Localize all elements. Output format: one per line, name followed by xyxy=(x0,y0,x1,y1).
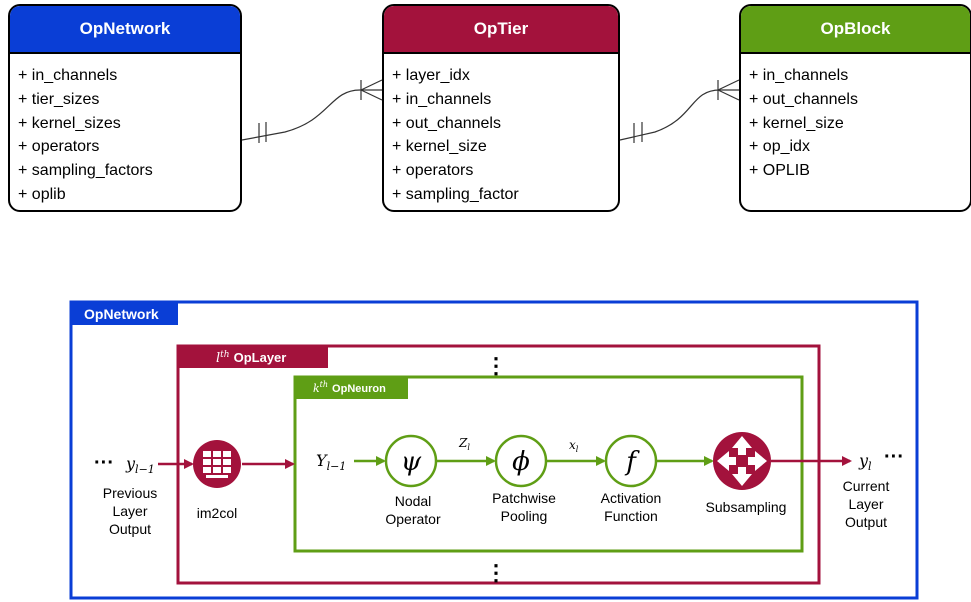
optier-entity-title: OpTier xyxy=(384,6,618,54)
opblock-field: + op_idx xyxy=(749,138,810,156)
output-caption-1: Current xyxy=(843,478,890,494)
edge-label-x: xl xyxy=(569,438,579,454)
vdots-bottom: ⋮ xyxy=(485,560,507,585)
input-var: yl−1 xyxy=(125,454,155,476)
opblock-entity-title: OpBlock xyxy=(741,6,970,54)
optier-field: + out_channels xyxy=(392,114,501,132)
opnetwork-field: + kernel_sizes xyxy=(18,114,121,132)
input-caption-3: Output xyxy=(109,521,151,537)
optier-field: + kernel_size xyxy=(392,138,487,156)
opblock-field: + in_channels xyxy=(749,67,849,84)
opblock-field: + kernel_size xyxy=(749,114,844,132)
oplayer-label-bg xyxy=(178,346,328,368)
nodal-operator-caption-2: Operator xyxy=(385,511,441,527)
neuron-input-var: Yl−1 xyxy=(316,451,346,473)
opnetwork-frame xyxy=(69,300,919,600)
vdots-top: ⋮ xyxy=(485,353,507,378)
subsampling-icon xyxy=(713,432,771,490)
patchwise-pooling-caption-2: Pooling xyxy=(501,508,548,524)
activation-function-caption-2: Function xyxy=(604,508,658,524)
opnetwork-label: OpNetwork xyxy=(84,306,159,322)
opnetwork-field: + in_channels xyxy=(18,67,118,84)
opblock-field: + out_channels xyxy=(749,90,858,108)
nodal-operator-caption-1: Nodal xyxy=(395,493,432,509)
opblock-field: + OPLIB xyxy=(749,162,810,180)
opnetwork-field: + oplib xyxy=(18,185,66,203)
output-dots: ··· xyxy=(884,446,904,468)
im2col-caption: im2col xyxy=(197,505,237,521)
er-connector-network-tier xyxy=(241,79,383,143)
activation-function-caption-1: Activation xyxy=(601,490,662,506)
optier-field: + operators xyxy=(392,162,474,180)
opneuron-frame xyxy=(293,375,804,553)
patchwise-pooling-caption-1: Patchwise xyxy=(492,490,556,506)
optier-field: + in_channels xyxy=(392,90,492,108)
opnetwork-entity: OpNetwork + in_channels + tier_sizes + k… xyxy=(8,4,242,212)
output-caption-3: Output xyxy=(845,514,887,530)
er-connector-tier-block xyxy=(619,79,740,143)
input-caption-1: Previous xyxy=(103,485,157,501)
opnetwork-entity-title: OpNetwork xyxy=(10,6,240,54)
edge-label-z: Zl xyxy=(458,436,470,452)
optier-field: + sampling_factor xyxy=(392,185,519,203)
nodal-operator-symbol: ψ xyxy=(401,447,422,477)
opneuron-label-bg xyxy=(295,377,408,399)
opnetwork-label-bg xyxy=(71,302,178,325)
opblock-entity: OpBlock + in_channels + out_channels + k… xyxy=(739,4,971,212)
optier-field: + layer_idx xyxy=(392,67,470,84)
input-dots: ··· xyxy=(94,452,114,474)
output-caption-2: Layer xyxy=(848,496,883,512)
optier-entity: OpTier + layer_idx + in_channels + out_c… xyxy=(382,4,620,212)
patchwise-pooling-symbol: ϕ xyxy=(512,447,530,477)
im2col-icon xyxy=(193,440,241,488)
output-var: yl xyxy=(858,451,872,473)
subsampling-caption: Subsampling xyxy=(706,499,787,515)
opnetwork-field: + operators xyxy=(18,138,100,156)
opnetwork-field: + sampling_factors xyxy=(18,162,153,180)
input-caption-2: Layer xyxy=(112,503,147,519)
opnetwork-field: + tier_sizes xyxy=(18,90,100,108)
